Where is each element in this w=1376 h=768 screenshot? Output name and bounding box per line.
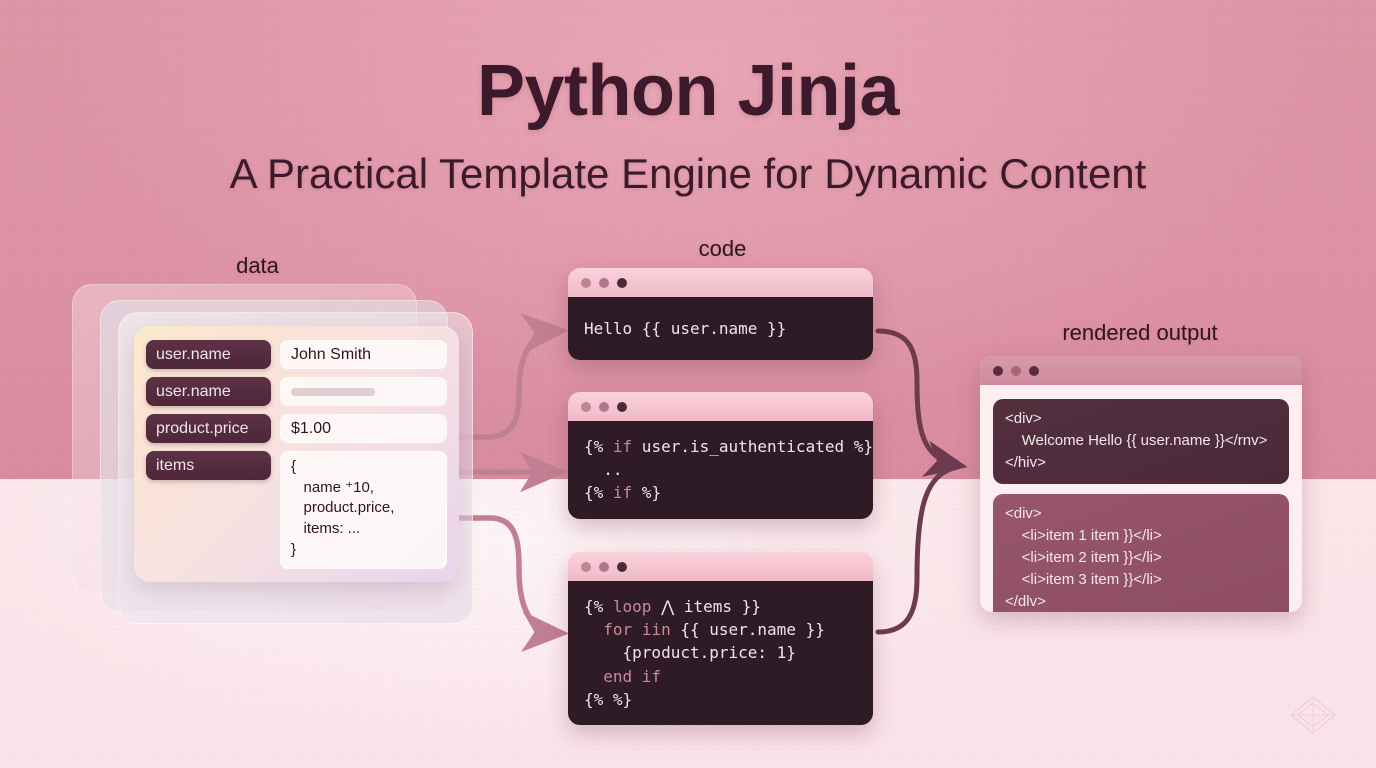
code-text: ⋀ items }} [651, 597, 761, 616]
data-value-placeholder [280, 377, 447, 406]
window-title-bar [568, 392, 873, 421]
code-content: {% if user.is_authenticated %} .. {% if … [568, 421, 873, 519]
window-title-bar [568, 268, 873, 297]
data-card-stack: user.name John Smith user.name product.p… [72, 284, 473, 624]
code-keyword: iin [641, 620, 671, 640]
data-key-chip: user.name [146, 340, 271, 369]
page-subtitle: A Practical Template Engine for Dynamic … [229, 150, 1147, 197]
code-window-conditional: {% if user.is_authenticated %} .. {% if … [568, 392, 873, 519]
data-row: items { name ⁺10, product.price, items: … [146, 451, 447, 570]
data-key-chip: user.name [146, 377, 271, 406]
window-dot-icon [581, 562, 591, 572]
rendered-output-content: <div> Welcome Hello {{ user.name }}</rnv… [980, 385, 1302, 612]
window-dot-icon [993, 366, 1003, 376]
window-dot-icon [1029, 366, 1039, 376]
window-dot-icon [599, 278, 609, 288]
code-keyword: end if [603, 666, 662, 686]
rendered-output-window: <div> Welcome Hello {{ user.name }}</rnv… [980, 356, 1302, 612]
data-value-object: { name ⁺10, product.price, items: ... } [280, 451, 447, 570]
window-dot-icon [599, 562, 609, 572]
section-label-data: data [236, 253, 279, 278]
window-dot-icon [581, 278, 591, 288]
output-block: <div> Welcome Hello {{ user.name }}</rnv… [993, 399, 1289, 484]
code-window-loop: {% loop ⋀ items }} for iin {{ user.name … [568, 552, 873, 725]
page-title: Python Jinja [476, 51, 900, 131]
watermark-diamond-icon [1290, 696, 1336, 734]
section-label-code: code [698, 236, 747, 261]
code-keyword: for [603, 620, 633, 640]
code-text: {% [584, 483, 613, 503]
code-text: Hello {{ user.name }} [584, 319, 787, 338]
data-row: user.name John Smith [146, 340, 447, 369]
data-row: user.name [146, 377, 447, 406]
data-row: product.price $1.00 [146, 414, 447, 443]
code-text: %} [632, 483, 662, 503]
placeholder-bar [291, 388, 375, 396]
data-value: $1.00 [280, 414, 447, 443]
window-dot-icon [617, 402, 627, 412]
data-key-chip: items [146, 451, 271, 480]
window-dot-icon [599, 402, 609, 412]
window-dot-icon [581, 402, 591, 412]
code-text: {% [584, 437, 613, 456]
window-title-bar [980, 356, 1302, 385]
code-text [584, 620, 603, 639]
code-text: {% %} [584, 689, 633, 709]
code-keyword: if [612, 483, 633, 503]
code-text: {% [584, 597, 613, 616]
code-window-expression: Hello {{ user.name }} [568, 268, 873, 361]
code-text: {{ user.name }} [670, 620, 825, 640]
code-text: user.is_authenticated %} [632, 437, 873, 456]
data-key-chip: product.price [146, 414, 271, 443]
data-card: user.name John Smith user.name product.p… [134, 326, 459, 582]
code-keyword: if [612, 437, 633, 456]
data-value: John Smith [280, 340, 447, 369]
output-block: <div> <li>item 1 item }}</li> <li>item 2… [993, 493, 1289, 612]
code-text [632, 620, 642, 639]
code-keyword: loop [612, 597, 652, 616]
code-text: {product.price: 1} [584, 643, 796, 663]
window-dot-icon [617, 278, 627, 288]
window-title-bar [568, 552, 873, 581]
window-dot-icon [1011, 366, 1021, 376]
window-dot-icon [617, 562, 627, 572]
code-text: .. [584, 460, 623, 480]
code-text [584, 667, 603, 686]
code-content: {% loop ⋀ items }} for iin {{ user.name … [568, 581, 873, 725]
section-label-output: rendered output [1062, 320, 1218, 345]
code-content: Hello {{ user.name }} [568, 297, 873, 361]
